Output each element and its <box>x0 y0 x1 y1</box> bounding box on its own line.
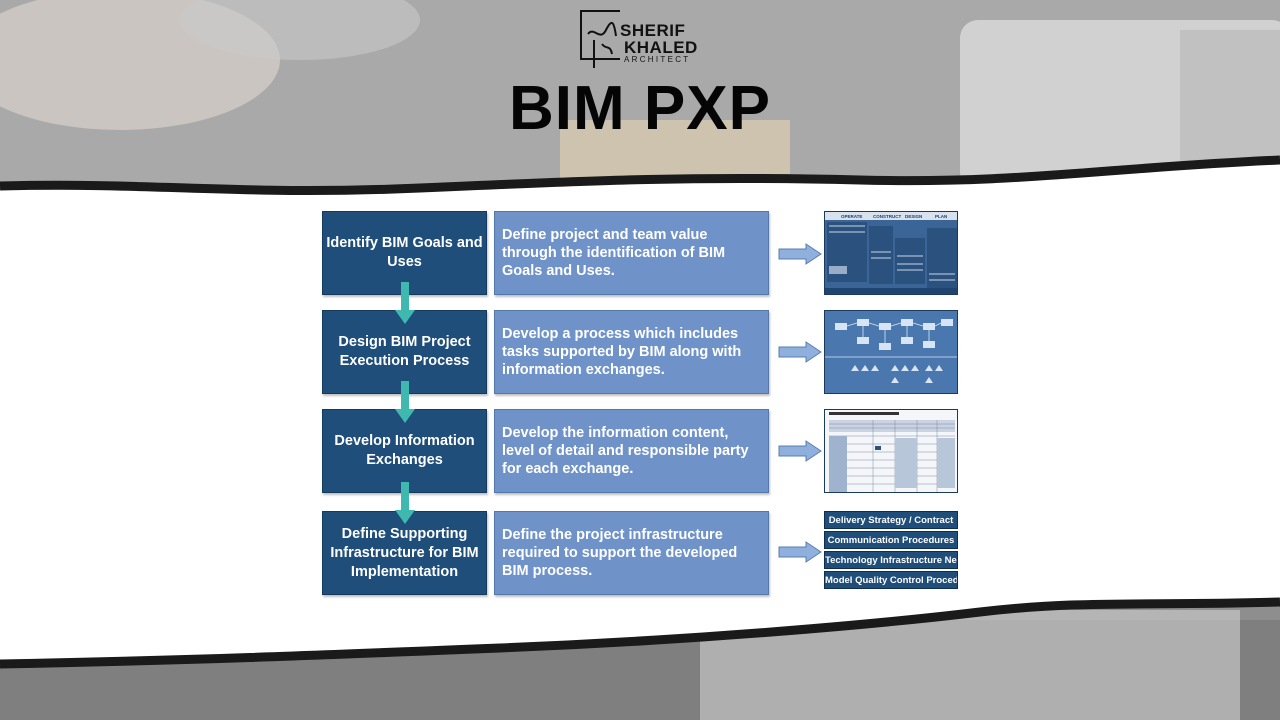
list-item: Delivery Strategy / Contract <box>824 511 958 529</box>
down-arrow-icon <box>395 282 415 324</box>
brand-logo: SHERIF KHALED ARCHITECT <box>580 10 705 72</box>
matrix-header-construct: CONSTRUCT <box>873 214 901 219</box>
step-1-description: Define project and team value through th… <box>494 211 769 295</box>
logo-name-last: KHALED <box>624 38 698 57</box>
step-3-description: Develop the information content, level o… <box>494 409 769 493</box>
step-2-label: Design BIM Project Execution Process <box>338 334 471 369</box>
step-1-box: Identify BIM Goals and Uses <box>322 211 487 295</box>
matrix-header-design: DESIGN <box>905 214 922 219</box>
step-3-label: Develop Information Exchanges <box>334 433 475 468</box>
step-1-label: Identify BIM Goals and Uses <box>326 235 483 270</box>
list-item: Communication Procedures <box>824 531 958 549</box>
step-2-description: Develop a process which includes tasks s… <box>494 310 769 394</box>
logo-subtitle: ARCHITECT <box>624 55 691 64</box>
right-arrow-icon <box>778 243 822 265</box>
step-2-box: Design BIM Project Execution Process <box>322 310 487 394</box>
logo-name-first: SHERIF <box>620 21 686 40</box>
step-4-description: Define the project infrastructure requir… <box>494 511 769 595</box>
step-4-label: Define Supporting Infrastructure for BIM… <box>330 525 479 580</box>
step-4-box: Define Supporting Infrastructure for BIM… <box>322 511 487 595</box>
step-3-box: Develop Information Exchanges <box>322 409 487 493</box>
list-item: Technology Infrastructure Needs <box>824 551 958 569</box>
exchange-worksheet-thumbnail <box>824 409 958 493</box>
down-arrow-icon <box>395 482 415 524</box>
calligraphy-mark-icon <box>580 10 620 68</box>
right-arrow-icon <box>778 341 822 363</box>
bim-uses-matrix-thumbnail: OPERATE CONSTRUCT DESIGN PLAN <box>824 211 958 295</box>
list-item: Model Quality Control Procedure <box>824 571 958 589</box>
right-arrow-icon <box>778 541 822 563</box>
page-title: BIM PXP <box>509 74 771 143</box>
right-arrow-icon <box>778 440 822 462</box>
process-map-thumbnail <box>824 310 958 394</box>
down-arrow-icon <box>395 381 415 423</box>
matrix-header-plan: PLAN <box>935 214 947 219</box>
matrix-header-operate: OPERATE <box>841 214 862 219</box>
infrastructure-list: Delivery Strategy / Contract Communicati… <box>824 511 958 591</box>
